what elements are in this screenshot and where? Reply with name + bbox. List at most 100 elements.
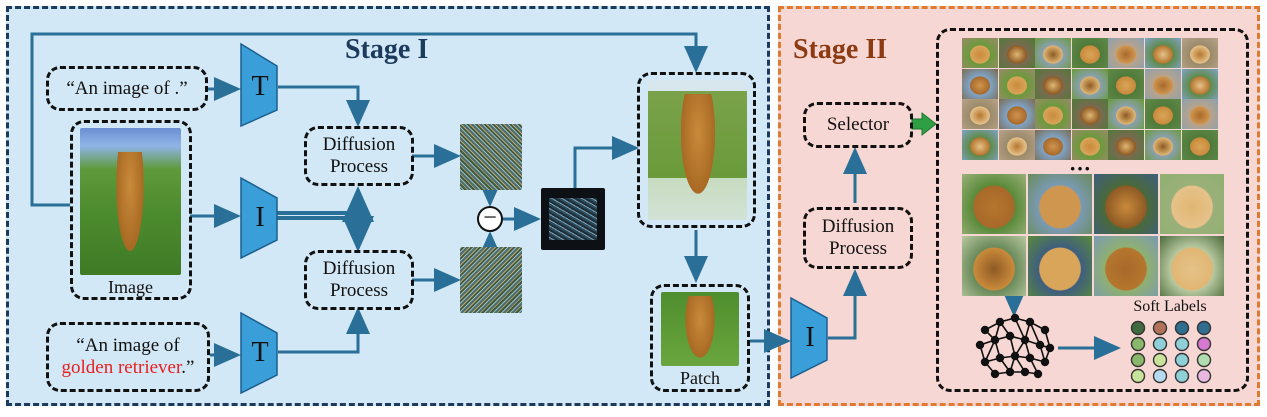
generated-thumbnail: [962, 68, 998, 99]
selected-thumbnail: [1094, 174, 1158, 234]
network-node: [980, 325, 990, 335]
prompt-class-box: “An image of golden retriever.”: [46, 322, 210, 392]
diffusion-3-line2: Process: [828, 238, 888, 259]
generated-thumbnail: [962, 129, 998, 160]
masked-image-box: [637, 72, 756, 228]
network-node: [1020, 335, 1030, 345]
diffusion-box-1: Diffusion Process: [304, 126, 414, 186]
arrow-image-loop: [30, 32, 708, 207]
stage1-title: Stage I: [345, 34, 429, 65]
diffusion-1-line2: Process: [329, 156, 389, 177]
prompt-generic-box: “An image of .”: [46, 66, 208, 111]
generated-thumbnail: [962, 38, 998, 68]
selector-label: Selector: [826, 114, 890, 135]
soft-label-dot: [1130, 336, 1146, 352]
stage2-title: Stage II: [793, 34, 888, 65]
arrow-I-to-diff2: [276, 216, 374, 252]
patch-dog-image: [661, 292, 739, 366]
arrow-diffmap-to-mask: [573, 136, 639, 188]
generated-thumbnail: [998, 38, 1035, 68]
generated-thumbnail: [1108, 129, 1145, 160]
network-node: [1010, 313, 1020, 323]
generated-thumbnail: [1035, 38, 1072, 68]
noise-image-2: [460, 247, 522, 313]
soft-label-dot: [1130, 368, 1146, 384]
generated-thumbnail: [1181, 38, 1218, 68]
soft-label-dot: [1152, 336, 1168, 352]
network-node: [1040, 357, 1050, 367]
generated-thumbnail: [1181, 99, 1218, 130]
text-encoder-1: [240, 42, 278, 128]
network-node: [975, 340, 985, 350]
generated-thumbnail: [1071, 68, 1108, 99]
selected-grid: [962, 174, 1224, 298]
text-encoder-1-label: T: [251, 71, 269, 102]
network-node: [1025, 317, 1035, 327]
prompt-generic-text: “An image of .”: [66, 77, 188, 99]
soft-label-dot: [1196, 320, 1212, 336]
text-encoder-2-label: T: [251, 337, 269, 368]
network-node: [1005, 331, 1015, 341]
network-node: [990, 369, 1000, 379]
generated-thumbnail: [1108, 99, 1145, 130]
generated-grid: [962, 38, 1218, 162]
generated-thumbnail: [1108, 68, 1145, 99]
network-node: [1045, 343, 1055, 353]
selected-thumbnail: [1160, 174, 1224, 234]
diffusion-3-line1: Diffusion: [821, 216, 895, 237]
masked-dog-image: [648, 80, 747, 220]
generated-thumbnail: [1145, 99, 1181, 130]
generated-thumbnail: [1145, 129, 1181, 160]
network-node: [1005, 367, 1015, 377]
arrow-T2-to-diff2: [278, 307, 370, 354]
network-node: [1040, 325, 1050, 335]
image-box: [70, 120, 192, 300]
generated-thumbnail: [962, 99, 998, 130]
image-encoder-2: [790, 296, 828, 380]
soft-label-dot: [1152, 368, 1168, 384]
input-dog-image: [80, 128, 181, 275]
patch-label: Patch: [680, 368, 720, 388]
generated-thumbnail: [998, 129, 1035, 160]
arrow-I2-to-diff3: [828, 269, 867, 340]
generated-thumbnail: [1071, 99, 1108, 130]
selected-thumbnail: [1160, 236, 1224, 296]
text-encoder-2: [240, 311, 278, 395]
diffusion-1-line1: Diffusion: [322, 134, 396, 155]
soft-label-dot: [1196, 368, 1212, 384]
patch-dog-silhouette: [683, 296, 717, 364]
network-node: [995, 353, 1005, 363]
generated-thumbnail: [1145, 68, 1181, 99]
generated-thumbnail: [1035, 99, 1072, 130]
network-node: [1033, 369, 1043, 379]
network-node: [980, 357, 990, 367]
difference-highlight: [549, 198, 597, 240]
generated-thumbnail: [1035, 68, 1072, 99]
prompt-class-prefix: “An image of: [76, 335, 180, 356]
selected-thumbnail: [1028, 236, 1092, 296]
generated-thumbnail: [1035, 129, 1072, 160]
soft-label-dot: [1196, 352, 1212, 368]
image-encoder-2-label: I: [805, 322, 815, 353]
patch-box: [650, 284, 750, 392]
select-arrow: [911, 111, 937, 137]
generated-thumbnail: [1108, 38, 1145, 68]
selector-box: Selector: [803, 102, 913, 148]
selected-thumbnail: [1028, 174, 1092, 234]
network-node: [1010, 351, 1020, 361]
network-node: [1025, 353, 1035, 363]
generated-thumbnail: [1071, 129, 1108, 160]
diffusion-box-3: Diffusion Process: [803, 207, 913, 269]
generated-thumbnail: [1071, 38, 1108, 68]
image-encoder-1-label: I: [255, 202, 265, 233]
network-icon: [975, 313, 1055, 379]
generated-thumbnail: [1181, 68, 1218, 99]
diffusion-2-line2: Process: [329, 280, 389, 301]
network-node: [995, 317, 1005, 327]
generated-thumbnail: [998, 99, 1035, 130]
soft-label-dot: [1174, 352, 1190, 368]
soft-label-dot: [1130, 352, 1146, 368]
network-node: [1020, 367, 1030, 377]
gallery-box: [936, 28, 1249, 392]
